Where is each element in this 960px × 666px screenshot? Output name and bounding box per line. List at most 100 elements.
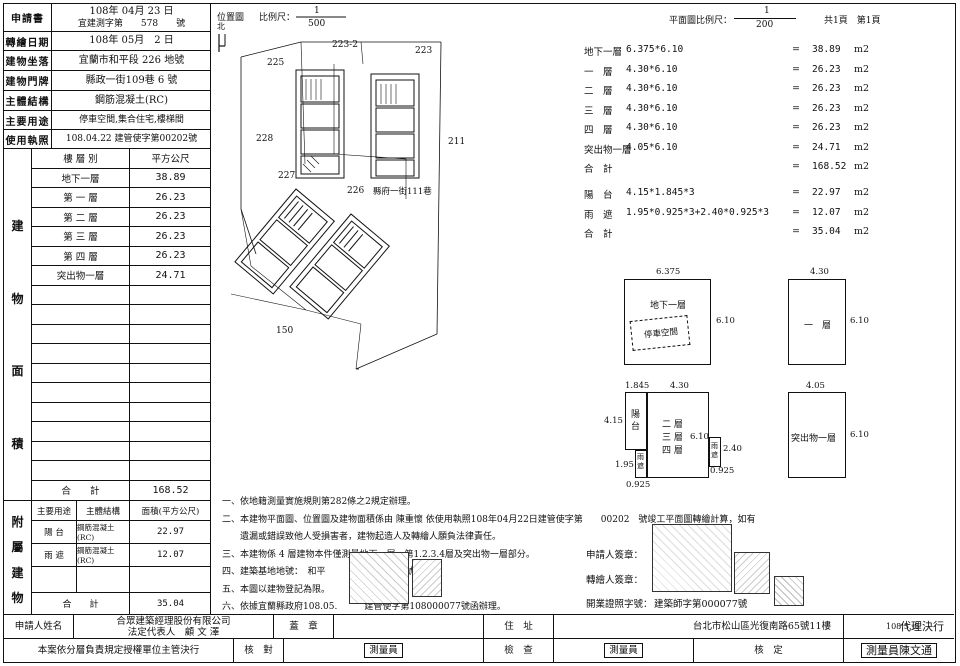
calc-eq: = — [792, 141, 800, 153]
calc-name: 合 計 — [584, 164, 613, 175]
calc-value: 35.04 — [812, 226, 841, 237]
cert-number: 建築師字第000077號 — [654, 599, 748, 610]
approve-label: 核 定 — [694, 639, 844, 662]
r1-label: 突出物一層 — [791, 434, 837, 444]
area-empty-row — [32, 324, 211, 344]
apply-no: 宜建測字第 578 號 — [77, 18, 186, 29]
address-value: 台北市松山區光復南路65號11樓 — [554, 615, 844, 638]
canopy-left: 雨 遮 — [635, 450, 647, 478]
site-plan: 位置圖 北 比例尺： 1 500 — [211, 4, 471, 489]
area-empty-row — [32, 422, 211, 442]
company-name: 合眾建築經理股份有限公司 — [116, 615, 231, 627]
calc-unit: m2 — [854, 122, 870, 133]
calc-formula: 4.05*6.10 — [626, 141, 678, 153]
note-line: 二、本建物平面圖、位置圖及建物面積係由 陳重懷 依使用執照108年04月22日建… — [222, 514, 756, 525]
calc-name: 合 計 — [584, 229, 613, 240]
inspect-label: 檢 查 — [484, 639, 554, 662]
apply-date: 108年 04月 23 日 — [89, 5, 174, 17]
attach-row: 陽 台 鋼筋混凝土(RC) 22.97 — [32, 521, 211, 544]
license-value: 108.04.22 建管使字第00202號 — [65, 134, 198, 144]
calc-name: 雨 遮 — [584, 209, 613, 221]
note-line: 遺漏或錯誤致他人受損害者，建物起造人及轉繪人願負法律責任。 — [222, 532, 502, 542]
calc-unit: m2 — [854, 226, 870, 237]
apply-label: 申請書 — [4, 4, 52, 31]
area-vertical-label: 建 物 面 積 — [4, 149, 32, 500]
calc-eq: = — [792, 83, 800, 94]
area-empty-row — [32, 305, 211, 325]
canopy-right: 雨 遮 — [709, 437, 721, 467]
door-value: 縣政一街109巷 6 號 — [85, 74, 178, 86]
calc-name: 一 層 — [584, 66, 613, 78]
calc-unit: m2 — [854, 102, 870, 114]
note-line: 五、本圖以建物登記為限。 — [222, 584, 331, 595]
attach-total-row: 合 計 35.04 — [32, 593, 211, 614]
door-row: 建物門牌 縣政一街109巷 6 號 — [4, 71, 211, 91]
parcel-label: 227 — [278, 171, 296, 181]
area-empty-row — [32, 285, 211, 305]
approve-signature: 測量員陳文通 — [861, 643, 937, 658]
parcel-label: 223-2 — [332, 40, 358, 50]
apply-row: 申請書 108年 04月 23 日 宜建測字第 578 號 — [4, 4, 211, 32]
company-seal-icon — [652, 524, 732, 592]
b1-depth: 6.10 — [716, 316, 735, 326]
site-plan-drawing — [218, 16, 442, 370]
dim-195: 1.95 — [615, 460, 634, 470]
calc-name: 三 層 — [584, 105, 613, 117]
dim-925-left: 0.925 — [626, 480, 651, 490]
site-scale-den: 500 — [308, 19, 326, 29]
building-info-table: 申請書 108年 04月 23 日 宜建測字第 578 號 轉繪日期 108年 … — [4, 4, 211, 614]
seal-label: 蓋 章 — [274, 615, 334, 638]
area-header-row: 樓 層 別 平方公尺 — [32, 149, 211, 169]
north-label: 北 — [217, 22, 225, 31]
f234-plan: 二 層 三 層 四 層 — [647, 392, 709, 478]
b1-plan: 地下一層 停車空間 — [624, 279, 711, 365]
calc-eq: = — [792, 187, 800, 198]
note-line: 三、本建物係 4 層建物本件僅測量地下一層、第1.2.3.4層及突出物一層部分。 — [222, 549, 535, 560]
calc-formula: 6.375*6.10 — [626, 44, 684, 55]
approval-date-stamp: 108.5.-8 — [886, 622, 920, 631]
calc-unit: m2 — [854, 141, 870, 153]
location-row: 建物坐落 宜蘭市和平段 226 地號 — [4, 51, 211, 71]
calc-name: 突出物一層 — [584, 144, 632, 156]
struct-label: 主體結構 — [4, 91, 52, 110]
balcony-label: 陽 台 — [631, 410, 641, 432]
calc-value: 38.89 — [812, 44, 841, 55]
calc-unit: m2 — [854, 63, 870, 75]
calc-unit: m2 — [854, 83, 870, 94]
calc-eq: = — [792, 122, 800, 133]
attached-building-table: 附 屬 建 物 主要用途 主體結構 面積(平方公尺) 陽 台 鋼筋混凝土(RC)… — [4, 501, 211, 614]
note-line: 四、建築基地地號： 和平 226 地號。 — [222, 567, 424, 577]
applicant-sign-label: 申請人簽章： — [586, 550, 644, 561]
location-label: 建物坐落 — [4, 51, 52, 70]
dim-925-right: 0.925 — [710, 466, 735, 476]
f1-label: 一 層 — [804, 321, 832, 331]
area-empty-row — [32, 461, 211, 481]
check-label: 核 對 — [234, 639, 284, 662]
calc-eq: = — [792, 44, 800, 55]
floor-scale-num: 1 — [764, 6, 770, 16]
r1-plan: 突出物一層 — [788, 392, 846, 478]
parcel-label: 226 — [347, 186, 365, 196]
cert-label: 開業證照字號： — [586, 599, 653, 610]
calc-name: 四 層 — [584, 125, 613, 136]
survey-document: 申請書 108年 04月 23 日 宜建測字第 578 號 轉繪日期 108年 … — [3, 3, 956, 663]
site-scale-num: 1 — [314, 6, 320, 16]
dim-240: 2.40 — [723, 444, 742, 454]
struct-row: 主體結構 鋼筋混凝土(RC) — [4, 91, 211, 111]
applicant-row: 申請人姓名 合眾建築經理股份有限公司 法定代表人 顧 文 澤 蓋 章 住 址 台… — [4, 614, 954, 639]
calc-name: 陽 台 — [584, 190, 613, 201]
drafter-seal-icon — [774, 576, 804, 606]
b1-width: 6.375 — [656, 267, 681, 277]
area-empty-row — [32, 402, 211, 422]
parcel-label: 225 — [267, 58, 285, 68]
parking-label: 停車空間 — [643, 327, 679, 341]
